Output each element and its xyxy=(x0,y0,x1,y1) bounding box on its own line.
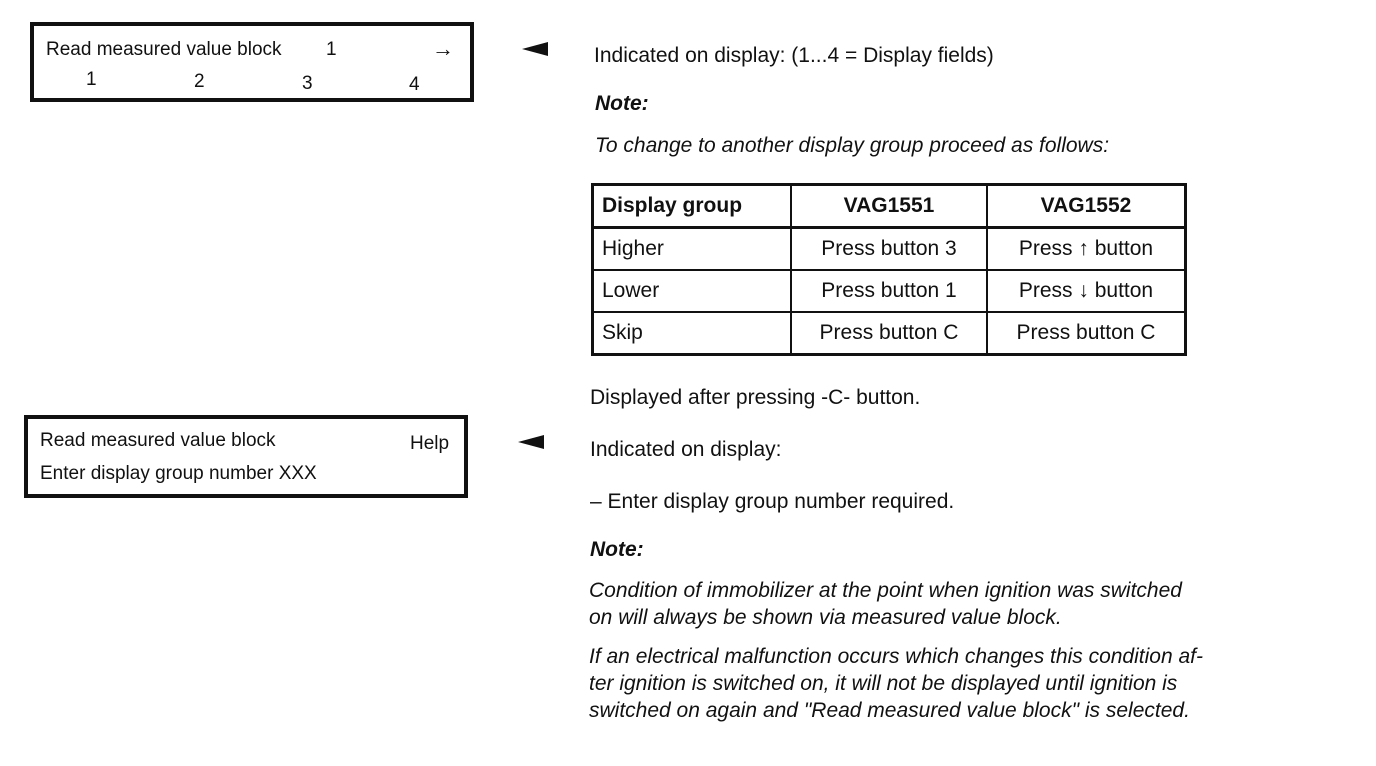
header-vag1552: VAG1552 xyxy=(986,183,1187,229)
display-block-number: 1 xyxy=(326,39,337,60)
display-field-2: 2 xyxy=(194,71,205,92)
note-para2-line2: ter ignition is switched on, it will not… xyxy=(589,672,1178,695)
cell-vag1551: Press button 1 xyxy=(790,269,988,313)
table-row: Higher Press button 3 Press ↑ button xyxy=(591,226,1187,271)
cell-vag1551: Press button C xyxy=(790,311,988,356)
header-vag1551: VAG1551 xyxy=(790,183,988,229)
cell-group: Higher xyxy=(591,226,792,271)
note-heading-2: Note: xyxy=(590,538,644,561)
cell-vag1552: Press ↓ button xyxy=(986,269,1187,313)
pointer-arrow-icon xyxy=(518,435,544,449)
cell-vag1552: Press button C xyxy=(986,311,1187,356)
note-para2-line3: switched on again and "Read measured val… xyxy=(589,699,1190,722)
cell-group: Lower xyxy=(591,269,792,313)
right-arrow-icon: → xyxy=(432,36,454,61)
note-para1-line1: Condition of immobilizer at the point wh… xyxy=(589,579,1182,602)
display-title: Read measured value block xyxy=(46,39,282,60)
display-group-table: Display group VAG1551 VAG1552 Higher Pre… xyxy=(591,183,1187,356)
indicated-on-display: Indicated on display: xyxy=(590,438,782,461)
display-prompt: Enter display group number XXX xyxy=(40,463,317,484)
note-heading-1: Note: xyxy=(595,92,649,115)
step-enter-group-number: – Enter display group number required. xyxy=(590,490,955,513)
note-para1-line2: on will always be shown via measured val… xyxy=(589,606,1062,629)
cell-group: Skip xyxy=(591,311,792,356)
indicated-on-display-fields: Indicated on display: (1...4 = Display f… xyxy=(594,44,994,67)
note-text-change-group: To change to another display group proce… xyxy=(595,134,1110,157)
cell-vag1551: Press button 3 xyxy=(790,226,988,271)
display-box-measured-value-fields: Read measured value block 1 → 1 2 3 4 xyxy=(30,22,474,102)
table-row: Skip Press button C Press button C xyxy=(591,311,1187,356)
pointer-arrow-icon xyxy=(522,42,548,56)
display-title: Read measured value block xyxy=(40,430,276,451)
header-display-group: Display group xyxy=(591,183,792,229)
display-field-1: 1 xyxy=(86,69,97,90)
display-help: Help xyxy=(410,433,450,454)
table-header-row: Display group VAG1551 VAG1552 xyxy=(591,183,1187,229)
cell-vag1552: Press ↑ button xyxy=(986,226,1187,271)
displayed-after-c: Displayed after pressing -C- button. xyxy=(590,386,921,409)
note-para2-line1: If an electrical malfunction occurs whic… xyxy=(589,645,1203,668)
table-row: Lower Press button 1 Press ↓ button xyxy=(591,269,1187,313)
display-box-enter-group: Read measured value block Help Enter dis… xyxy=(24,415,468,498)
display-field-4: 4 xyxy=(409,74,420,95)
display-field-3: 3 xyxy=(302,73,313,94)
